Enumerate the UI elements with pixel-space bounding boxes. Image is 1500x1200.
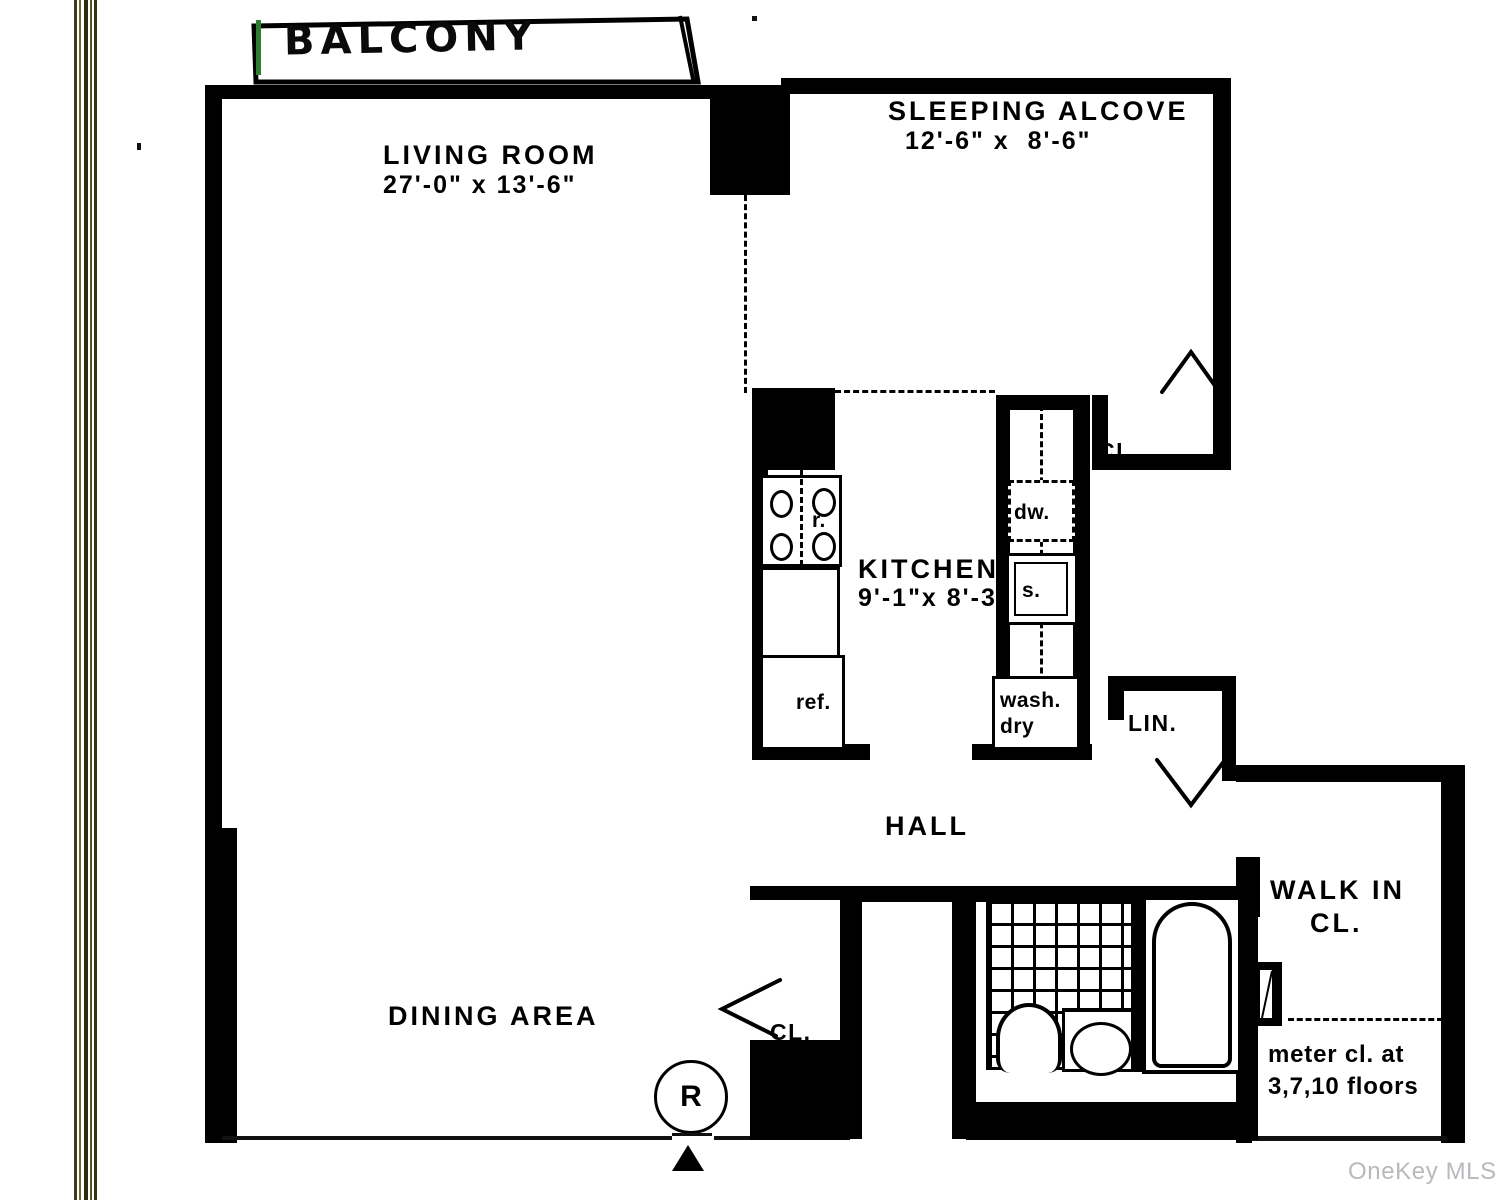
sink-basin bbox=[1014, 562, 1068, 616]
balcony-green-tint bbox=[256, 20, 261, 75]
exterior-wall-left-upper bbox=[205, 85, 222, 835]
range-burner bbox=[770, 533, 793, 561]
kitchen-soffit-dashed bbox=[835, 390, 995, 393]
foyer-closet-label: CL. bbox=[770, 1019, 812, 1045]
living-room-label: LIVING ROOM bbox=[383, 140, 598, 170]
kitchen-wall-right-inner bbox=[996, 395, 1010, 753]
bathroom-wall-bottom bbox=[966, 1102, 1256, 1140]
foyer-closet-door-swing-icon bbox=[717, 978, 784, 1040]
exterior-wall-right-lower bbox=[1441, 765, 1465, 1143]
sleeping-alcove-dimensions: 12'-6" x 8'-6" bbox=[905, 127, 1092, 155]
walkin-closet-label-line1: WALK IN bbox=[1270, 875, 1405, 905]
dishwasher-outline bbox=[1008, 480, 1075, 542]
dryer-label: dry bbox=[1000, 715, 1035, 738]
range-burner bbox=[812, 488, 836, 517]
meter-closet-note-line2: 3,7,10 floors bbox=[1268, 1073, 1419, 1100]
exterior-wall-left-lower bbox=[205, 828, 237, 1143]
walkin-wall-bottom bbox=[1252, 1136, 1447, 1141]
exterior-wall-bottom-mid bbox=[714, 1136, 754, 1140]
lavatory-basin bbox=[1070, 1022, 1132, 1076]
sleeping-alcove-label: SLEEPING ALCOVE bbox=[888, 96, 1189, 126]
film-edge-strip bbox=[74, 0, 77, 1200]
exterior-wall-top-right bbox=[781, 78, 1229, 94]
bathroom-wall-right bbox=[1240, 902, 1258, 1140]
riser-marker: R bbox=[654, 1060, 728, 1134]
balcony-outline bbox=[250, 8, 710, 88]
scan-speck bbox=[137, 143, 141, 150]
entry-threshold bbox=[672, 1133, 712, 1136]
bathroom-partition bbox=[1134, 898, 1142, 1072]
scan-speck bbox=[752, 16, 757, 21]
washer-label: wash. bbox=[1000, 689, 1061, 712]
living-room-dimensions: 27'-0" x 13'-6" bbox=[383, 171, 577, 199]
bathtub-fixture bbox=[1152, 902, 1232, 1068]
entry-arrow-icon bbox=[672, 1145, 704, 1171]
alcove-partition-stub bbox=[710, 85, 790, 195]
linen-door-swing-icon bbox=[1155, 758, 1229, 809]
refrigerator-label: ref. bbox=[796, 691, 831, 714]
closet-wall-right bbox=[1092, 395, 1108, 470]
linen-wall-top bbox=[1108, 676, 1236, 691]
meter-closet-note-line1: meter cl. at bbox=[1268, 1041, 1405, 1068]
exterior-wall-top-left bbox=[205, 85, 710, 99]
range-label: r. bbox=[812, 509, 826, 532]
foyer-wall-top-left bbox=[750, 886, 858, 900]
film-edge-strip bbox=[84, 0, 88, 1200]
dishwasher-label: dw. bbox=[1014, 501, 1050, 524]
range-burner bbox=[812, 532, 836, 561]
hall-label: HALL bbox=[885, 811, 969, 841]
kitchen-dimensions: 9'-1"x 8'-3" bbox=[858, 584, 1011, 612]
linen-closet-label: LIN. bbox=[1128, 710, 1178, 736]
linen-wall-left bbox=[1108, 676, 1124, 720]
alcove-closet-label: CL. bbox=[1098, 438, 1140, 464]
range-burner bbox=[770, 490, 793, 518]
dining-area-label: DINING AREA bbox=[388, 1001, 599, 1031]
exterior-wall-bottom-left bbox=[222, 1136, 672, 1140]
alcove-partition-dashed bbox=[744, 195, 747, 393]
washer-dryer-outline bbox=[992, 676, 1080, 750]
walkin-closet-label-line2: CL. bbox=[1310, 908, 1363, 938]
linen-wall-right bbox=[1222, 676, 1236, 781]
film-edge-strip bbox=[94, 0, 97, 1200]
refrigerator-outline bbox=[760, 655, 845, 750]
foyer-wall-right bbox=[952, 886, 976, 1139]
walkin-door-leaf-icon bbox=[1258, 968, 1276, 1022]
walkin-wall-top bbox=[1236, 765, 1464, 782]
toilet-fixture bbox=[996, 1003, 1062, 1073]
kitchen-label: KITCHEN bbox=[858, 554, 999, 584]
mls-watermark: OneKey MLS bbox=[1348, 1158, 1497, 1185]
sink-label: s. bbox=[1022, 579, 1041, 602]
alcove-wall-bottom bbox=[1092, 454, 1231, 470]
foyer-wall-top-right bbox=[858, 886, 966, 902]
film-edge-strip bbox=[79, 0, 81, 1200]
meter-closet-divider-dashed bbox=[1288, 1018, 1443, 1021]
exterior-wall-right-alcove bbox=[1213, 78, 1231, 468]
kitchen-wall-top-right bbox=[996, 395, 1090, 410]
alcove-door-swing-icon bbox=[1160, 348, 1222, 394]
film-edge-strip bbox=[90, 0, 92, 1200]
foyer-closet-block bbox=[750, 1040, 850, 1140]
balcony-label: BALCONY bbox=[283, 13, 540, 65]
kitchen-wall-right-outer bbox=[1073, 395, 1090, 753]
kitchen-counter bbox=[760, 567, 840, 662]
